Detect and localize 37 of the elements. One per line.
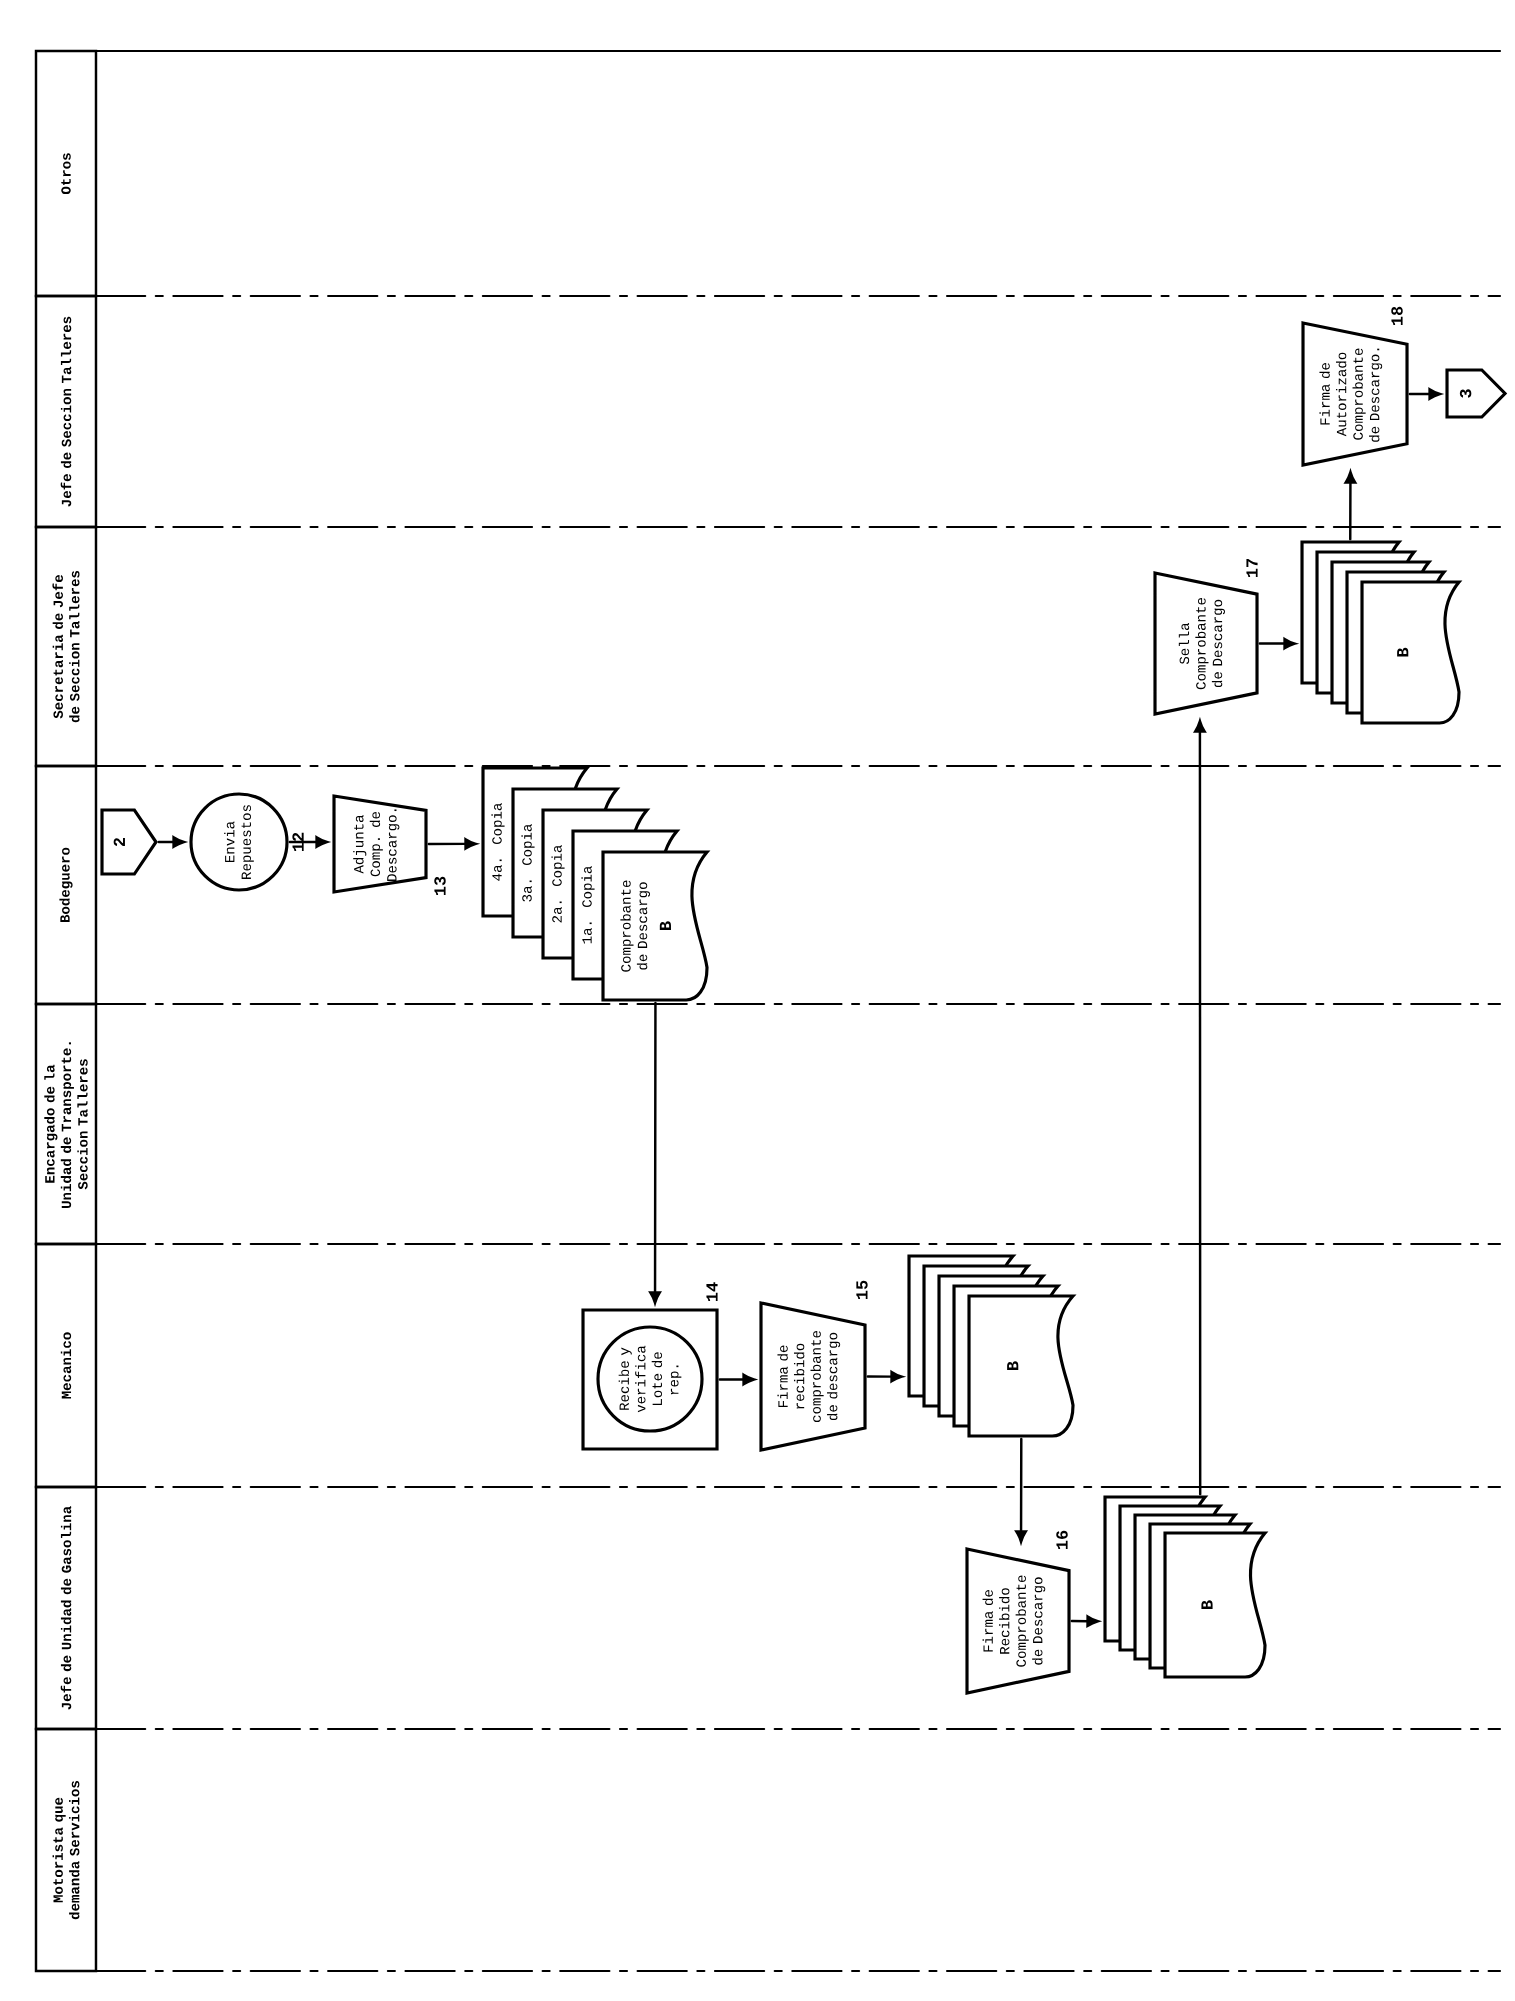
arrow	[1258, 637, 1297, 650]
document-stack: 4a. Copia 3a. Copia 2a. Copia 1a. Copia Comprobante de Descargo B	[481, 766, 709, 1002]
document-stack: B	[907, 1254, 1075, 1438]
lane-header: Encargado de la Unidad de Transporte. Seccion Talleres	[34, 1002, 98, 1246]
arrow	[1015, 1437, 1027, 1544]
document-stack: B	[1300, 540, 1461, 725]
node-label: 3a. Copia	[521, 824, 535, 902]
step-number: 13	[434, 876, 446, 895]
arrow	[866, 1370, 904, 1383]
lane-header: Secretaria de Jefe de Seccion Talleres	[34, 525, 98, 768]
step-number: 12	[292, 832, 304, 851]
arrow	[1070, 1615, 1100, 1628]
step-number: 17	[1246, 559, 1258, 577]
arrow	[157, 836, 186, 848]
manual-operation-box: Firma de recibido comprobante de descargo	[759, 1301, 867, 1452]
step-number: 14	[706, 1282, 718, 1301]
lane-header: Jefe de Seccion Talleres	[34, 294, 98, 529]
arrow	[1344, 470, 1357, 541]
arrow	[288, 836, 329, 848]
arrow	[718, 1373, 756, 1386]
step-number: 16	[1056, 1530, 1068, 1549]
lane-header: Mecanico	[34, 1242, 98, 1489]
lane-header: Motorista que demanda Servicios	[34, 1727, 98, 1973]
node-label: 2a. Copia	[551, 845, 565, 923]
node-label: 4a. Copia	[491, 803, 505, 881]
document-stack: B	[1103, 1495, 1267, 1679]
arrow	[427, 837, 478, 850]
off-page-connector: 2	[100, 808, 158, 876]
manual-operation-box: Adjunta Comp. de Descargo.	[332, 794, 428, 894]
lane-header: Bodeguero	[34, 764, 98, 1006]
arrow	[1194, 719, 1206, 1496]
arrow	[1408, 388, 1442, 400]
off-page-connector: 3	[1445, 368, 1508, 419]
lane-header: Jefe de Unidad de Gasolina	[34, 1485, 98, 1731]
lane-header: Otros	[34, 49, 98, 298]
arrow	[649, 1001, 661, 1305]
step-number: 15	[856, 1280, 868, 1299]
